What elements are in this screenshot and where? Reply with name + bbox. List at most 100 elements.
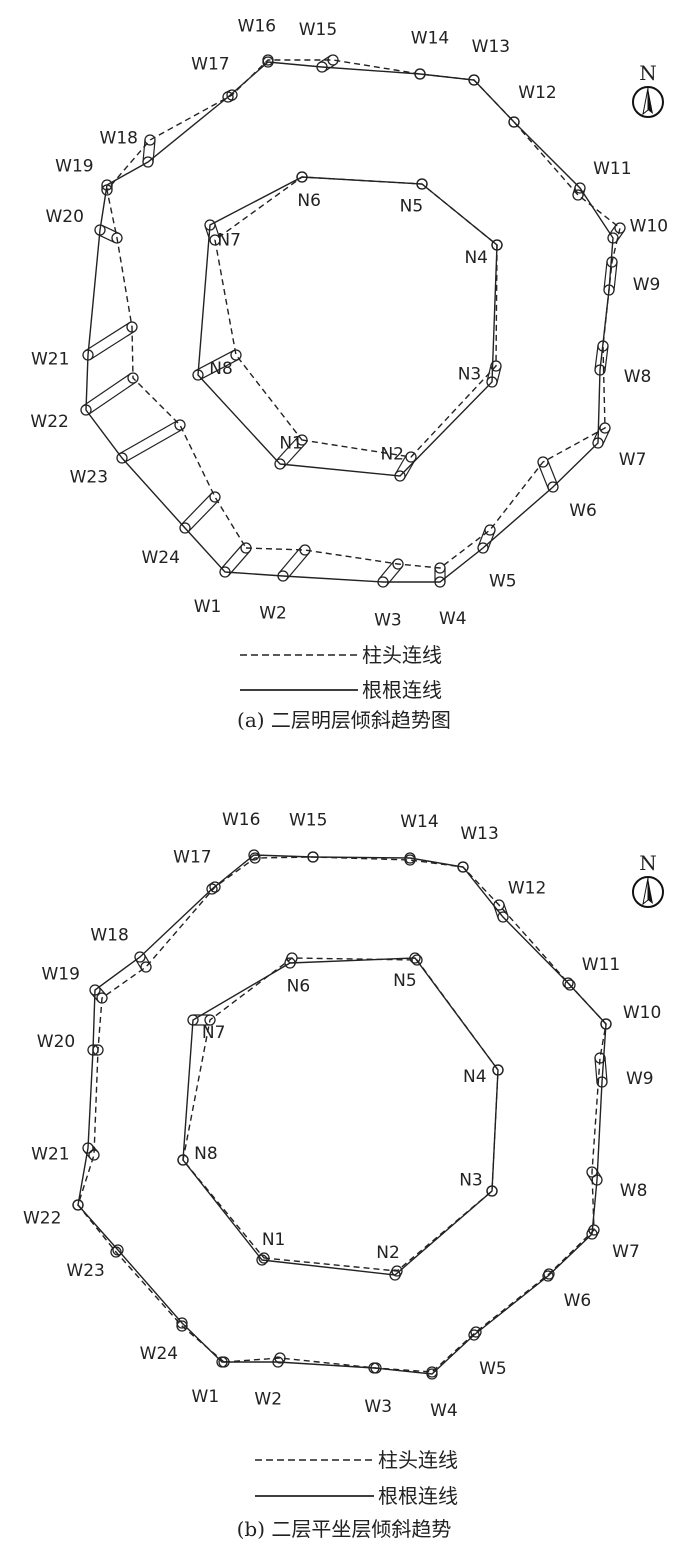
point-label-W20: W20: [37, 1032, 75, 1052]
tilt-marker: [604, 1057, 608, 1082]
point-label-W12: W12: [518, 83, 556, 103]
column-head-N4: [491, 239, 503, 251]
tilt-marker: [378, 560, 395, 580]
column-head-N5: [411, 954, 423, 966]
column-head-W22: [127, 372, 139, 384]
inner-head-line: [214, 176, 498, 458]
point-label-W21: W21: [31, 350, 69, 370]
tilt-marker: [142, 139, 146, 162]
point-label-W9: W9: [626, 1069, 654, 1089]
tilt-marker: [258, 853, 261, 857]
column-head-N1: [296, 434, 308, 446]
tilt-marker: [477, 527, 486, 547]
point-label-W14: W14: [411, 28, 449, 48]
inner-root-line: [182, 957, 499, 1276]
column-root-W22: [80, 404, 92, 416]
point-label-W19: W19: [55, 157, 93, 177]
tilt-marker: [601, 429, 611, 446]
tilt-marker: [97, 233, 116, 244]
point-label-W22: W22: [30, 412, 68, 432]
point-label-W24: W24: [141, 548, 179, 568]
legend-root-line-label: 根根连线: [362, 678, 442, 702]
point-label-W2: W2: [259, 604, 287, 624]
point-label-N6: N6: [287, 976, 311, 996]
tilt-marker: [84, 322, 130, 352]
column-root-W19: [89, 984, 101, 996]
point-label-W12: W12: [508, 879, 546, 899]
tilt-marker: [135, 959, 143, 970]
point-label-W10: W10: [623, 1003, 661, 1023]
point-label-W8: W8: [620, 1181, 648, 1201]
point-label-W17: W17: [173, 847, 211, 867]
outer-head-line: [106, 59, 621, 569]
point-label-W5: W5: [489, 571, 517, 591]
compass-needle-icon: [642, 877, 649, 906]
point-label-W23: W23: [66, 1261, 104, 1281]
tilt-marker: [281, 1359, 286, 1365]
tilt-marker: [586, 1227, 591, 1233]
column-head-W23: [110, 1246, 122, 1258]
point-label-W1: W1: [194, 597, 222, 617]
point-label-W7: W7: [619, 450, 647, 470]
tilt-marker: [594, 1058, 598, 1083]
point-label-W2: W2: [254, 1390, 282, 1410]
legend-root-line-label: 根根连线: [378, 1484, 458, 1508]
tilt-marker: [487, 531, 496, 551]
tilt-marker: [200, 358, 239, 380]
inner-root-line: [197, 176, 498, 477]
tilt-marker: [469, 1328, 473, 1333]
column-head-W23: [174, 419, 186, 431]
tilt-marker: [204, 226, 211, 242]
point-label-W9: W9: [633, 275, 661, 295]
column-head-N3: [486, 1185, 498, 1197]
tilt-marker: [101, 224, 120, 235]
column-head-W21: [126, 321, 138, 333]
tilt-marker: [294, 959, 298, 966]
legend-head-line-label: 柱头连线: [362, 643, 442, 667]
tilt-marker: [493, 906, 499, 919]
figure-caption: (a) 二层明层倾斜趋势图: [237, 708, 451, 732]
point-label-W3: W3: [374, 611, 402, 631]
tilt-marker: [225, 89, 231, 94]
column-root-W23: [112, 1244, 124, 1256]
outer-root-line: [77, 854, 607, 1375]
column-head-W10: [600, 1018, 612, 1030]
column-head-W8: [586, 1166, 598, 1178]
figure-caption: (b) 二层平坐层倾斜趋势: [237, 1517, 452, 1541]
column-root-W10: [607, 232, 619, 244]
column-head-W2: [299, 544, 311, 556]
tilt-marker: [278, 546, 302, 574]
outer-head-line: [77, 856, 607, 1373]
tilt-marker: [119, 420, 178, 455]
tilt-marker: [592, 425, 602, 442]
column-head-W15: [327, 54, 339, 66]
tilt-marker: [403, 459, 416, 479]
tilt-marker: [608, 224, 617, 236]
tilt-marker: [496, 367, 502, 384]
tilt-marker: [389, 1268, 394, 1274]
tilt-marker: [604, 346, 609, 371]
column-root-W24: [176, 1317, 188, 1329]
column-root-W24: [179, 522, 191, 534]
point-label-W10: W10: [630, 216, 668, 236]
column-head-W13: [457, 861, 469, 873]
compass-needle-icon: [642, 87, 649, 116]
column-head-W22: [72, 1199, 84, 1211]
tilt-marker: [537, 463, 549, 490]
column-head-W11: [564, 979, 576, 991]
point-label-W16: W16: [238, 17, 276, 37]
compass-needle-icon: [648, 878, 653, 904]
tilt-marker: [83, 1150, 91, 1159]
point-label-W6: W6: [569, 501, 597, 521]
column-root-W5: [468, 1329, 480, 1341]
tilt-marker: [477, 1334, 481, 1339]
column-head-N1: [258, 1252, 270, 1264]
column-root-W15: [316, 61, 328, 73]
point-label-N5: N5: [393, 971, 417, 991]
tilt-marker: [286, 552, 310, 580]
point-label-N6: N6: [297, 191, 321, 211]
tilt-marker: [595, 1169, 602, 1178]
column-head-W10: [614, 222, 626, 234]
point-label-W18: W18: [100, 129, 138, 149]
